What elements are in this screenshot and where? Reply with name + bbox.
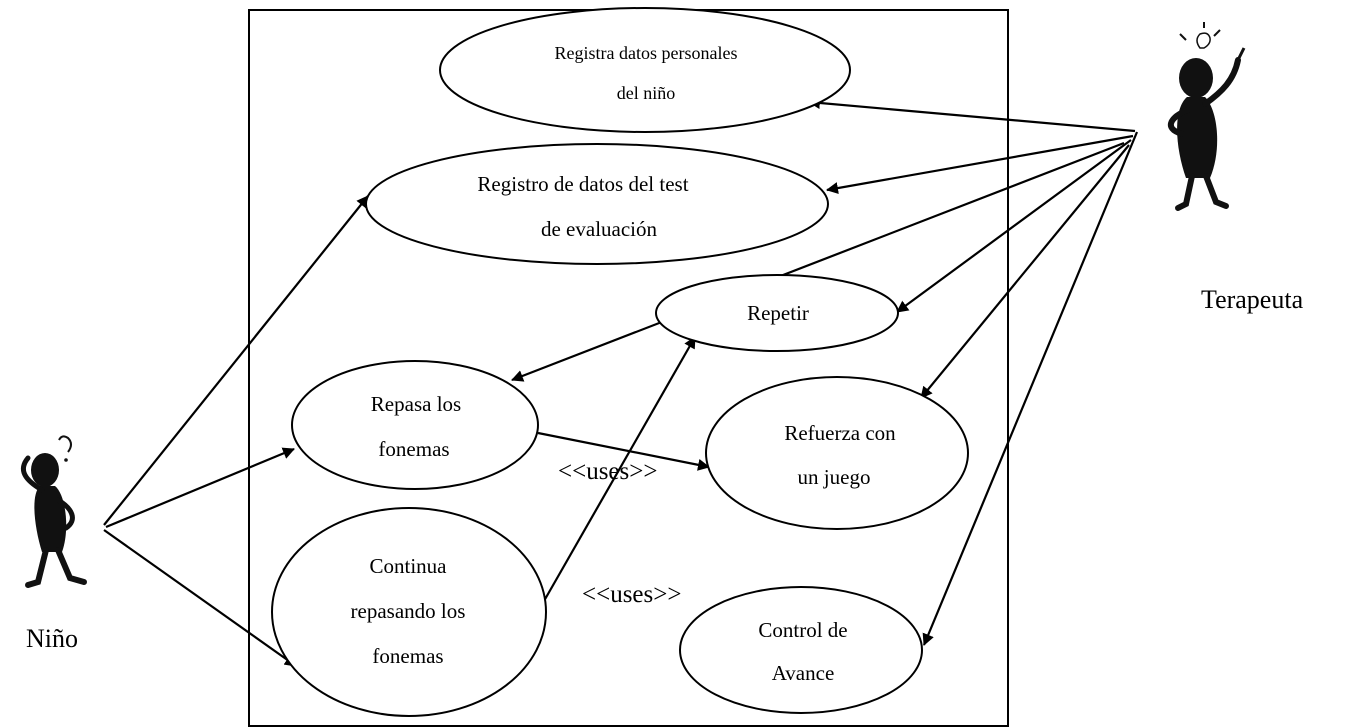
- relation-terapeuta-uc5: [920, 144, 1130, 399]
- uc6-line-2: repasando los: [351, 599, 466, 623]
- relation-uc4-uc5: [537, 431, 710, 471]
- uc5-line-2: un juego: [798, 465, 871, 489]
- uc4-line-2: fonemas: [378, 437, 449, 461]
- relation-nino-uc6: [103, 529, 297, 667]
- actor-label-terapeuta: Terapeuta: [1201, 285, 1304, 314]
- uc5-line-1: Refuerza con: [784, 421, 896, 445]
- relation-terapeuta-uc4: [511, 141, 1125, 382]
- uc3-line-1: Repetir: [747, 301, 809, 325]
- uc1-line-1: Registra datos personales: [555, 43, 738, 63]
- use-case-registro-datos-test: [365, 143, 829, 265]
- use-case-refuerza-juego: [705, 376, 969, 530]
- actor-label-nino: Niño: [26, 624, 78, 653]
- relations: [103, 96, 1139, 667]
- relation-terapeuta-uc3: [896, 139, 1132, 313]
- use-case-registra-datos-personales: [439, 7, 851, 133]
- child-actor-figure: [21, 435, 87, 588]
- uc4-line-1: Repasa los: [371, 392, 461, 416]
- uc1-line-2: del niño: [617, 83, 676, 103]
- use-case-continua-repasando: [271, 507, 547, 717]
- uc7-line-2: Avance: [772, 661, 835, 685]
- relation-nino-uc2: [103, 195, 369, 526]
- relation-terapeuta-uc1: [808, 96, 1136, 133]
- relation-terapeuta-uc2: [826, 134, 1134, 194]
- relation-uc6-uc3: [539, 336, 696, 609]
- uc6-line-1: Continua: [370, 554, 448, 578]
- uc7-line-1: Control de: [758, 618, 847, 642]
- use-case-control-avance: [679, 586, 923, 714]
- relation-nino-uc4: [105, 447, 295, 529]
- use-case-repasa-fonemas: [291, 360, 539, 490]
- uc6-line-3: fonemas: [372, 644, 443, 668]
- uc2-line-2: de evaluación: [541, 217, 658, 241]
- stereotype-uses-2: <<uses>>: [582, 581, 681, 608]
- uc2-line-1: Registro de datos del test: [477, 172, 688, 196]
- relation-terapeuta-uc7: [922, 131, 1139, 646]
- use-case-repetir: [655, 274, 899, 352]
- stereotype-uses-1: <<uses>>: [558, 458, 657, 485]
- therapist-actor-figure: [1167, 22, 1246, 211]
